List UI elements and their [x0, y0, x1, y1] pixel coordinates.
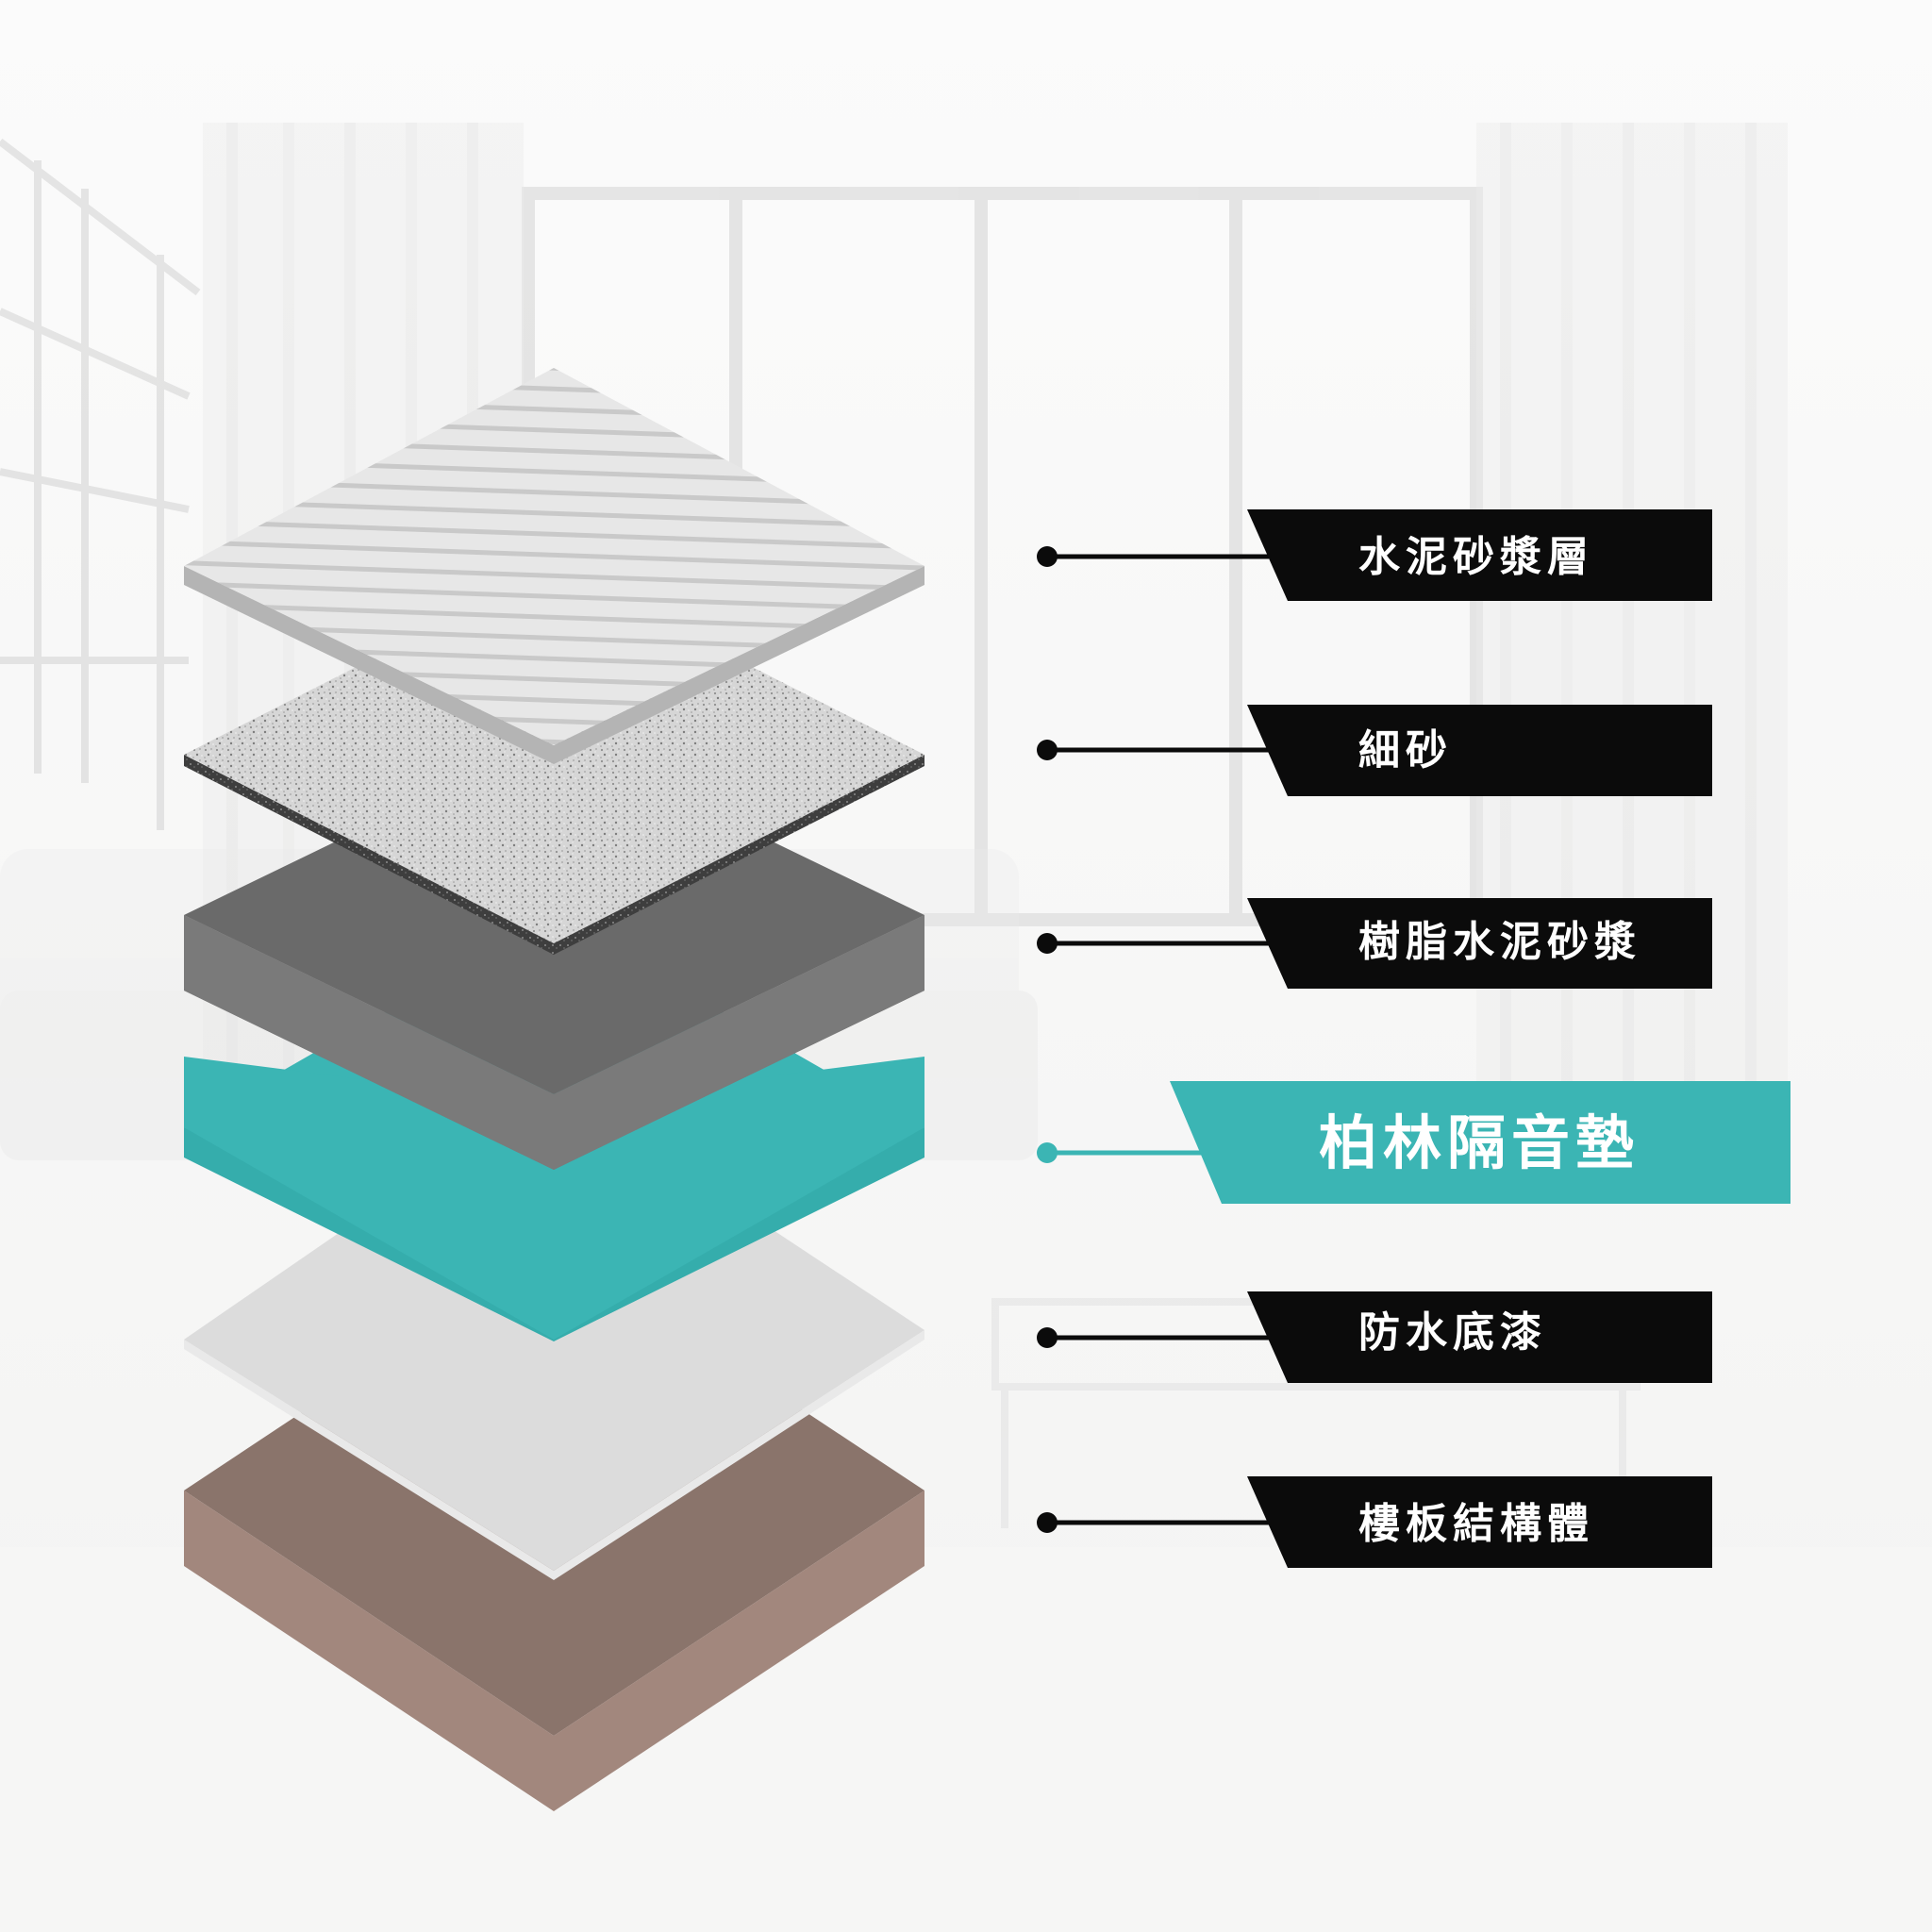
label-plate [1247, 705, 1712, 796]
fine-sand-right-face [554, 755, 924, 955]
label-text: 柏林隔音墊 [1319, 1108, 1640, 1177]
fine-sand-left-face [184, 755, 554, 955]
berlin-sound-pad-left-face [184, 1127, 554, 1341]
berlin-sound-pad-right-face [554, 1127, 924, 1341]
label-cement-mortar-layer: 水泥砂漿層 [1037, 509, 1712, 601]
cement-mortar-left-face [184, 566, 554, 764]
label-plate [1247, 1291, 1712, 1383]
floor-slab-left-face [184, 1491, 554, 1811]
label-berlin-sound-pad: 柏林隔音墊 [1037, 1081, 1790, 1204]
label-text: 樓板結構體 [1358, 1500, 1594, 1548]
waterproof-primer-left-face [184, 1340, 554, 1580]
label-plate [1170, 1081, 1790, 1204]
label-text: 細砂 [1358, 726, 1453, 774]
bookshelf [0, 138, 201, 830]
resin-mortar-front [184, 915, 924, 1170]
label-floor-slab-structure: 樓板結構體 [1037, 1476, 1712, 1568]
labels: 水泥砂漿層 細砂 樹脂水泥砂漿 柏林隔音墊 防水底漆 [1037, 509, 1790, 1568]
label-plate [1247, 1476, 1712, 1568]
label-plate [1247, 898, 1712, 989]
label-plate [1247, 509, 1712, 601]
layer-stack [184, 368, 924, 1811]
label-text: 防水底漆 [1358, 1308, 1547, 1357]
label-text: 水泥砂漿層 [1358, 533, 1594, 581]
label-waterproof-primer: 防水底漆 [1037, 1291, 1712, 1383]
label-text: 樹脂水泥砂漿 [1358, 918, 1641, 966]
cement-mortar-layer [184, 368, 924, 764]
cement-mortar-top-face [184, 368, 924, 745]
cement-mortar-right-face [554, 566, 924, 764]
waterproof-primer-right-face [554, 1330, 924, 1580]
label-fine-sand: 細砂 [1037, 705, 1712, 796]
floor-slab-right-face [554, 1491, 924, 1811]
label-resin-cement-mortar: 樹脂水泥砂漿 [1037, 898, 1712, 989]
berlin-sound-pad-front [184, 1057, 924, 1340]
